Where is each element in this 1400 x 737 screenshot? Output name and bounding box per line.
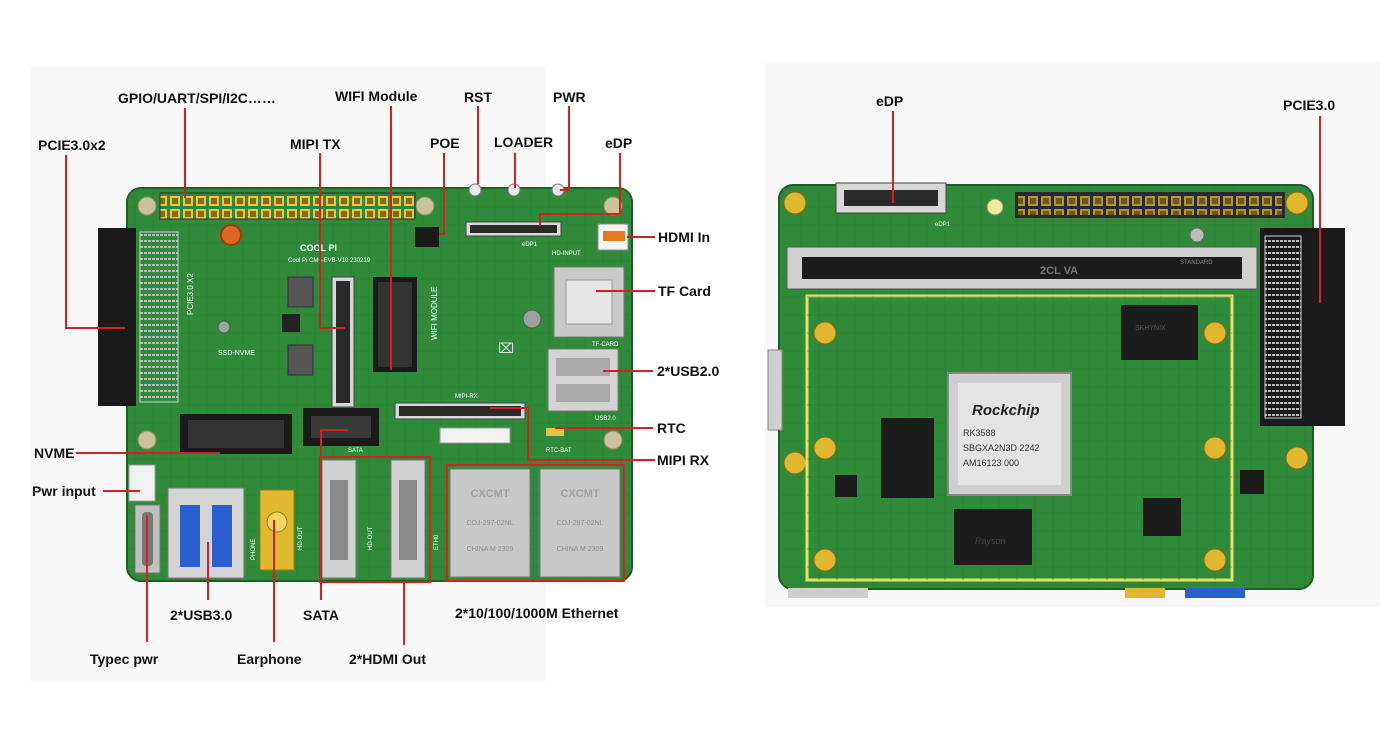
svg-text:SBGXA2N3D 2242: SBGXA2N3D 2242 xyxy=(963,443,1040,453)
rst-button xyxy=(468,183,482,197)
gpio-header xyxy=(160,193,415,219)
ram-chip-bottom xyxy=(954,509,1032,565)
cool-pi-logo: COOL PI xyxy=(300,243,337,253)
pwr-input-connector xyxy=(128,464,156,502)
svg-text:HD-OUT: HD-OUT xyxy=(298,526,304,550)
label-gpio: GPIO/UART/SPI/I2C…… xyxy=(118,90,276,106)
svg-text:WIFI MODULE: WIFI MODULE xyxy=(430,287,439,340)
label-wifi-module: WIFI Module xyxy=(335,88,418,104)
label-poe: POE xyxy=(430,135,460,151)
label-earphone: Earphone xyxy=(237,651,302,667)
label-pcie3: PCIE3.0 xyxy=(1283,97,1336,113)
poe-leader xyxy=(439,153,445,235)
emmc-chip xyxy=(1121,305,1198,360)
svg-text:ETH0: ETH0 xyxy=(434,534,440,550)
label-sata: SATA xyxy=(303,607,340,623)
label-ethernet: 2*10/100/1000M Ethernet xyxy=(455,605,619,621)
label-usb2: 2*USB2.0 xyxy=(657,363,720,379)
label-typec-pwr: Typec pwr xyxy=(90,651,159,667)
mounting-holes xyxy=(137,196,623,450)
svg-text:HD-OUT: HD-OUT xyxy=(368,526,374,550)
svg-text:CHINA M 2309: CHINA M 2309 xyxy=(557,546,604,553)
label-edp-front: eDP xyxy=(605,135,633,151)
mipi-tx-leader xyxy=(319,153,345,329)
svg-text:Rayson: Rayson xyxy=(975,536,1006,546)
svg-text:SSD-NVME: SSD-NVME xyxy=(218,350,255,357)
label-rtc: RTC xyxy=(657,420,686,436)
label-usb3: 2*USB3.0 xyxy=(170,607,233,623)
svg-text:SKHYNIX: SKHYNIX xyxy=(1135,325,1166,332)
edp-leader xyxy=(539,153,621,226)
svg-text:STANDARD: STANDARD xyxy=(1180,260,1213,266)
poe-header xyxy=(415,227,439,247)
pcie-leader xyxy=(65,155,125,329)
label-mipi-rx: MIPI RX xyxy=(657,452,710,468)
label-mipi-tx: MIPI TX xyxy=(290,136,341,152)
front-board: COOL PI Cool Pi CM5-EVB-V10 230219 PCIE3… xyxy=(98,183,633,582)
label-hdmi-in: HDMI In xyxy=(658,229,711,245)
label-loader: LOADER xyxy=(494,134,554,150)
svg-text:PCIE3.0 X2: PCIE3.0 X2 xyxy=(186,273,195,315)
svg-text:eDP1: eDP1 xyxy=(935,222,951,228)
back-board: eDP1 2CL VA STANDARD xyxy=(767,182,1345,598)
label-rst: RST xyxy=(464,89,492,105)
svg-text:AM16123 000: AM16123 000 xyxy=(963,458,1019,468)
svg-text:CXCMT: CXCMT xyxy=(560,488,599,500)
label-tf-card: TF Card xyxy=(658,283,711,299)
svg-text:2CL VA: 2CL VA xyxy=(1040,265,1078,277)
label-pcie: PCIE3.0x2 xyxy=(38,137,106,153)
svg-text:SATA: SATA xyxy=(348,448,363,454)
rtc-connector xyxy=(546,428,564,436)
hdmi-out-box xyxy=(319,456,431,583)
svg-text:MIPI-RX: MIPI-RX xyxy=(455,394,478,400)
svg-text:eDP1: eDP1 xyxy=(522,242,538,248)
ethernet-box xyxy=(446,464,625,582)
label-nvme: NVME xyxy=(34,445,75,461)
mipi-rx-leader xyxy=(490,407,655,461)
front-annotation-lines xyxy=(65,106,655,645)
pcie-edge-connector xyxy=(98,228,136,406)
svg-text:TF-CARD: TF-CARD xyxy=(592,342,619,348)
board-id-silk: Cool Pi CM5-EVB-V10 230219 xyxy=(288,258,371,264)
svg-text:RTC-BAT: RTC-BAT xyxy=(546,448,572,454)
orange-button xyxy=(220,224,242,246)
back-standoffs xyxy=(783,191,1309,475)
pwr-leader xyxy=(560,106,570,191)
svg-text:⌧: ⌧ xyxy=(498,340,514,356)
usb3-ports xyxy=(167,487,245,579)
back-annotation-lines xyxy=(892,111,1321,303)
svg-text:RK3588: RK3588 xyxy=(963,428,996,438)
ethernet-jacks: CXCMT CXCMT COJ-297-02NL COJ-297-02NL CH… xyxy=(449,468,621,578)
label-pwr-input: Pwr input xyxy=(32,483,96,499)
svg-text:USB2.0: USB2.0 xyxy=(595,416,616,422)
svg-text:COJ-297-02NL: COJ-297-02NL xyxy=(556,520,603,527)
label-pwr: PWR xyxy=(553,89,586,105)
svg-text:COJ-297-02NL: COJ-297-02NL xyxy=(466,520,513,527)
svg-text:CXCMT: CXCMT xyxy=(470,488,509,500)
svg-text:CHINA M 2309: CHINA M 2309 xyxy=(467,546,514,553)
label-edp-back: eDP xyxy=(876,93,904,109)
svg-text:HD-INPUT: HD-INPUT xyxy=(552,251,581,257)
svg-text:Rockchip: Rockchip xyxy=(972,402,1040,419)
ram-chip-left xyxy=(881,418,934,498)
svg-text:PHONE: PHONE xyxy=(251,539,257,560)
label-hdmi-out: 2*HDMI Out xyxy=(349,651,426,667)
